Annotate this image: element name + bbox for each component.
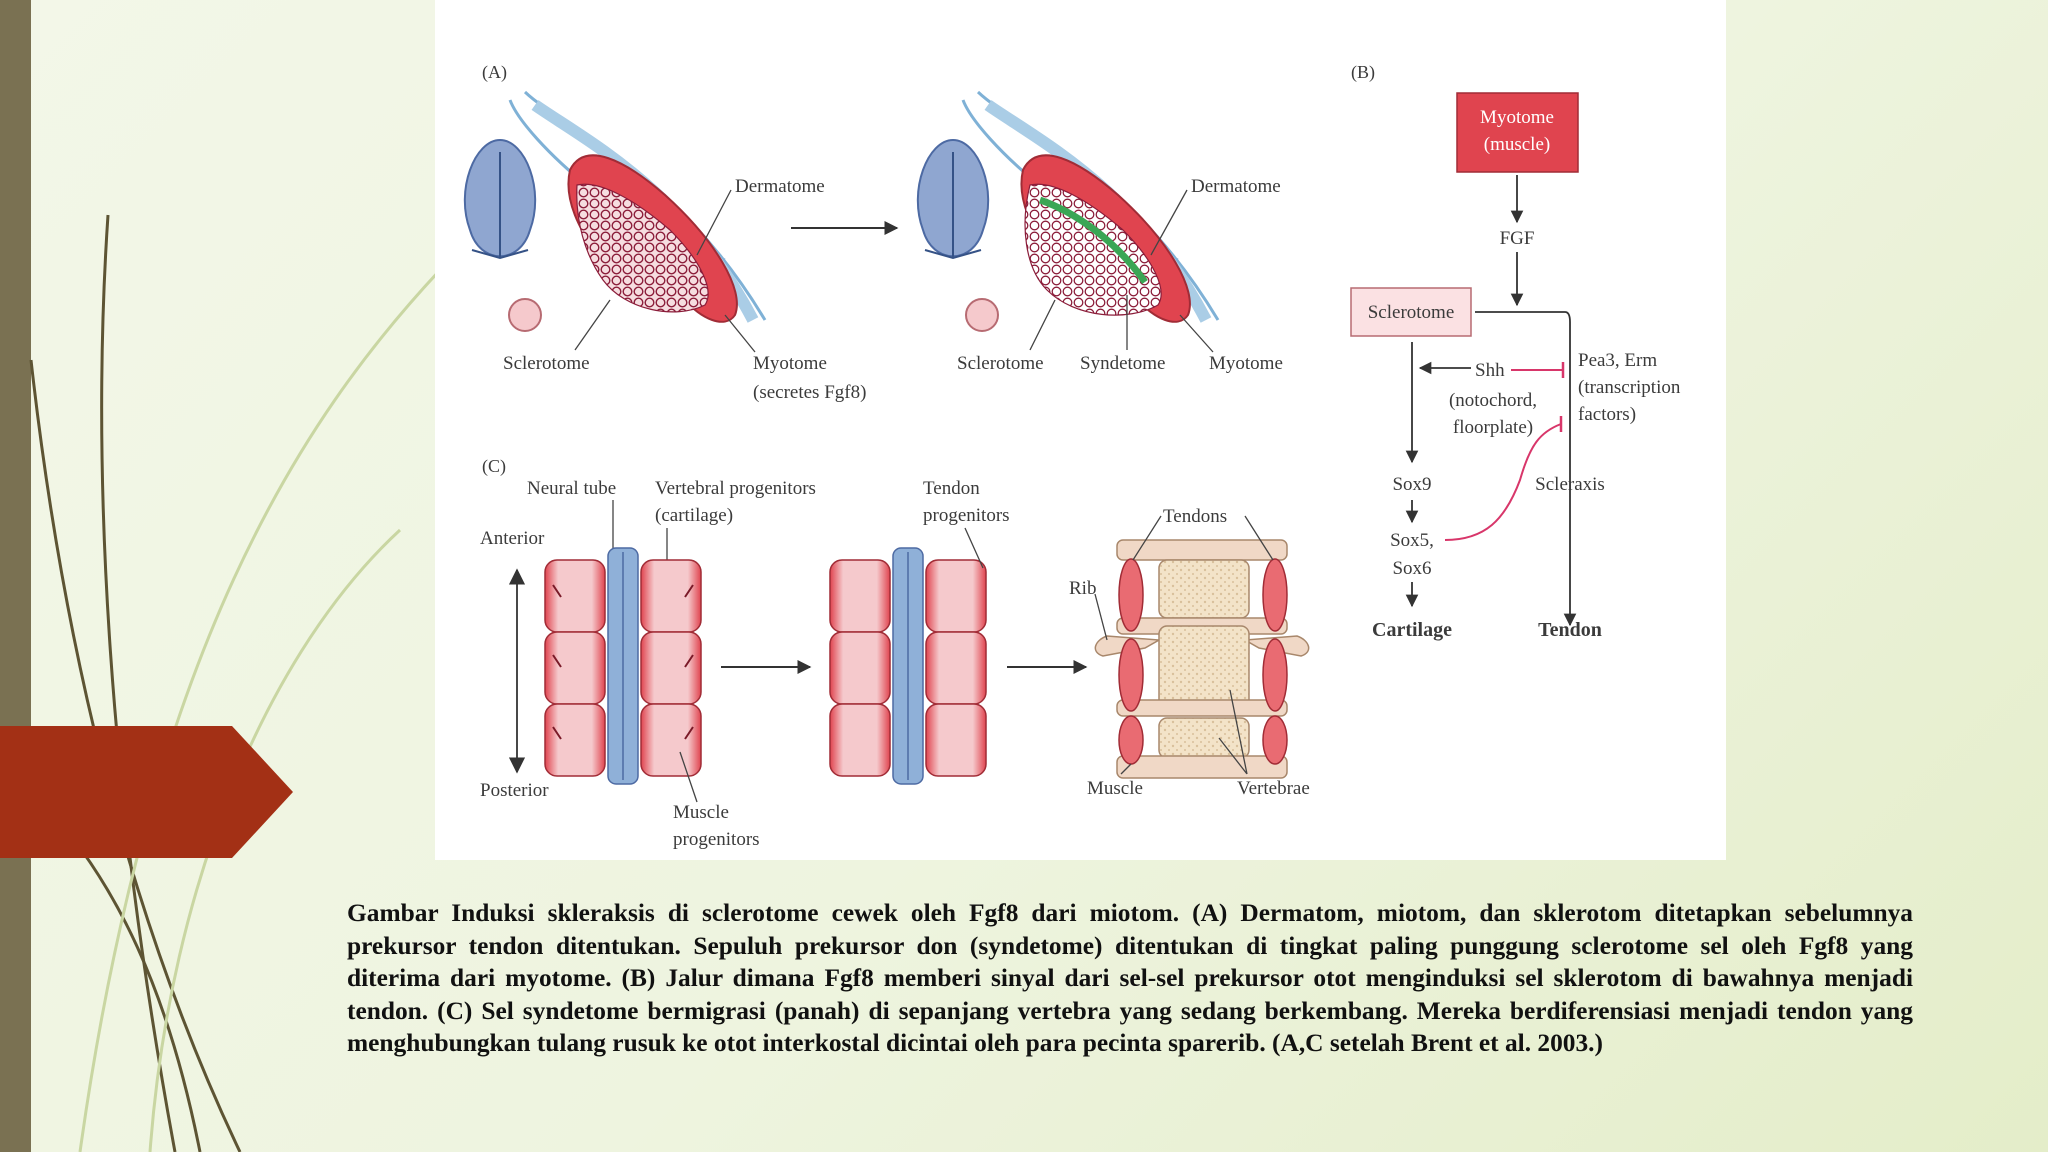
- tendons-label: Tendons: [1163, 506, 1227, 527]
- panel-c-label: (C): [482, 456, 506, 477]
- scleraxis-label: Scleraxis: [1535, 474, 1605, 495]
- factors-label: factors): [1578, 404, 1636, 425]
- tendon-progenitors-sub-label: progenitors: [923, 505, 1010, 526]
- pea3-label: Pea3, Erm: [1578, 350, 1657, 371]
- posterior-label: Posterior: [480, 780, 549, 801]
- somite-left: [463, 90, 767, 332]
- dermatome-label-left: Dermatome: [735, 176, 825, 197]
- myotome-label-left: Myotome: [753, 353, 827, 374]
- myotome-box-sub: (muscle): [1484, 134, 1550, 155]
- anterior-label: Anterior: [480, 528, 545, 549]
- progenitors-sub-label: progenitors: [673, 829, 760, 850]
- tendon-path: [1475, 311, 1577, 627]
- sclerotome-label-left: Sclerotome: [503, 353, 590, 374]
- sox5-label: Sox5,: [1390, 530, 1434, 551]
- floorplate-label: floorplate): [1453, 417, 1533, 438]
- fgf-label: FGF: [1500, 228, 1535, 249]
- cartilage-sub-label: (cartilage): [655, 505, 733, 526]
- notochord-shape: [508, 298, 542, 332]
- vertebra-column-2: [829, 547, 987, 785]
- sox9-label: Sox9: [1392, 474, 1431, 495]
- sclerotome-box: [1350, 287, 1472, 337]
- panel-a-label: (A): [482, 62, 507, 83]
- myotome-box: [1456, 92, 1579, 173]
- vertebra-column-1: [544, 547, 702, 785]
- notochord-label: (notochord,: [1449, 390, 1537, 411]
- shh-label: Shh: [1475, 360, 1505, 381]
- inhibition-curve: [1444, 423, 1562, 541]
- myotome-sub-label-left: (secretes Fgf8): [753, 382, 866, 403]
- myotome-box-label: Myotome: [1480, 107, 1554, 128]
- rib-label: Rib: [1069, 578, 1096, 599]
- dermatome-label-right: Dermatome: [1191, 176, 1281, 197]
- panel-b-label: (B): [1351, 62, 1375, 83]
- muscle-label: Muscle: [1087, 778, 1143, 799]
- syndetome-band: [1038, 196, 1148, 285]
- cartilage-label: Cartilage: [1372, 619, 1452, 641]
- neural-tube-label: Neural tube: [527, 478, 616, 499]
- vertebral-progenitors-label: Vertebral progenitors: [655, 478, 816, 499]
- sclerotome-box-label: Sclerotome: [1368, 302, 1455, 323]
- vertebrae-label: Vertebrae: [1237, 778, 1310, 799]
- left-accent-bar: [0, 0, 31, 1152]
- red-pointer-tag: [0, 726, 293, 858]
- vertebrae-ribs: [1094, 539, 1310, 779]
- somite-right: [916, 90, 1220, 332]
- sclerotome-cells: [576, 183, 709, 313]
- figure-svg: (A) Dermatome Sclerotome Myotome (secret…: [463, 62, 1681, 850]
- tendon-progenitors-label: Tendon: [923, 478, 980, 499]
- sox6-label: Sox6: [1392, 558, 1431, 579]
- sclerotome-label-right: Sclerotome: [957, 353, 1044, 374]
- figure-panel: (A) Dermatome Sclerotome Myotome (secret…: [435, 0, 1726, 860]
- muscle-progenitors-label: Muscle: [673, 802, 729, 823]
- syndetome-label: Syndetome: [1080, 353, 1166, 374]
- transcription-label: (transcription: [1578, 377, 1681, 398]
- myotome-label-right: Myotome: [1209, 353, 1283, 374]
- tendon-label: Tendon: [1538, 619, 1602, 641]
- figure-caption: Gambar Induksi skleraksis di sclerotome …: [347, 899, 1913, 1057]
